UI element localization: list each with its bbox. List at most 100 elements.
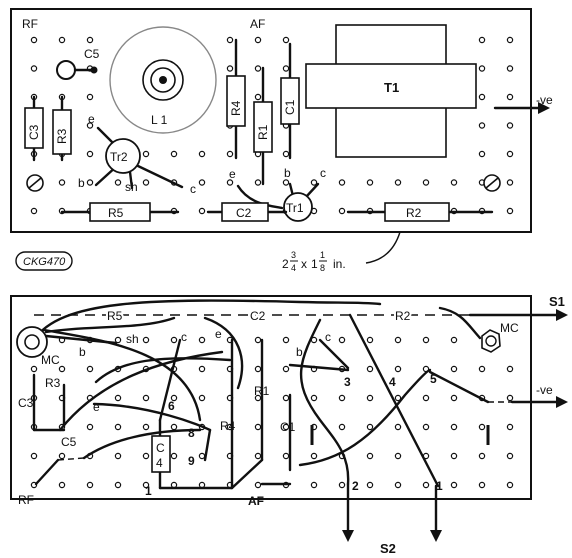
board-hole: [394, 365, 402, 373]
dim-whole-2: 1: [311, 257, 318, 271]
label-n1b: 1: [436, 479, 443, 493]
label-c3-bottom: C3: [18, 396, 34, 410]
board-hole: [338, 394, 346, 402]
board-hole: [506, 122, 514, 129]
dim-frac2-den: 8: [320, 263, 325, 273]
label-e-mid: e: [93, 400, 100, 414]
board-hole: [366, 336, 374, 344]
board-hole: [282, 336, 290, 344]
board-hole: [394, 394, 402, 402]
label-tr2-e: e: [88, 112, 95, 126]
label-rf-top: RF: [22, 17, 38, 31]
label-r1-bottom: R1: [254, 384, 270, 398]
board-hole: [506, 452, 514, 460]
board-hole: [282, 365, 290, 373]
board-hole: [86, 423, 94, 431]
board-hole: [338, 423, 346, 431]
board-hole: [478, 452, 486, 460]
wire-8-9: [203, 428, 212, 462]
label-sh: sh: [126, 332, 139, 346]
board-hole: [450, 481, 458, 489]
board-hole: [450, 179, 458, 186]
board-hole: [114, 336, 122, 344]
board-hole: [226, 36, 234, 44]
board-hole: [422, 481, 430, 489]
board-hole: [198, 452, 206, 460]
board-hole: [422, 394, 430, 402]
board-hole: [310, 394, 318, 402]
label-r2-bottom: R2: [395, 309, 411, 323]
board-hole: [226, 179, 234, 186]
label-c5-bottom: C5: [61, 435, 77, 449]
wire-mc-top: [32, 299, 382, 342]
label-tr2-b: b: [78, 176, 85, 190]
wire-b-3: [288, 363, 350, 372]
board-hole: [254, 452, 262, 460]
board-hole: [450, 365, 458, 373]
label-ve-top: -ve: [536, 93, 553, 107]
board-hole: [86, 179, 94, 186]
label-tr1-e: e: [229, 167, 236, 181]
label-c4-b: 4: [156, 456, 163, 470]
r5-body-top: [89, 202, 151, 222]
dim-frac1-den: 4: [291, 263, 296, 273]
c5-wire-bottom: [34, 458, 60, 486]
board-hole: [506, 179, 514, 186]
wire-to-mc-right: [438, 306, 482, 340]
board-hole: [142, 394, 150, 402]
board-hole: [282, 150, 290, 158]
board-hole: [86, 93, 94, 101]
wire-to-2: [299, 318, 350, 486]
board-hole: [282, 65, 290, 72]
board-hole: [226, 65, 234, 72]
board-hole: [226, 150, 234, 158]
board-hole: [86, 36, 94, 44]
label-e-left: e: [215, 327, 222, 341]
label-c4-a: C: [156, 441, 165, 455]
c5-dashed: [57, 457, 85, 461]
board-hole: [394, 481, 402, 489]
label-c-left: c: [181, 330, 187, 344]
label-r1-top: R1: [256, 124, 270, 140]
label-c-right: c: [325, 330, 331, 344]
board-hole: [86, 481, 94, 489]
label-r3-top: R3: [55, 128, 69, 144]
label-r2-top: R2: [406, 206, 422, 220]
dim-frac1-num: 3: [291, 250, 296, 260]
board-hole: [142, 336, 150, 344]
board-hole: [506, 481, 514, 489]
label-af-top: AF: [250, 17, 265, 31]
wire-c-down: [158, 338, 182, 422]
board-hole: [506, 423, 514, 431]
board-hole: [338, 179, 346, 186]
label-b-left: b: [79, 345, 86, 359]
board-hole: [478, 150, 486, 158]
board-hole: [310, 179, 318, 186]
board-hole: [170, 452, 178, 460]
label-r4-top: R4: [229, 100, 243, 116]
label-mc-right: MC: [500, 321, 519, 335]
board-hole: [254, 65, 262, 72]
board-hole: [282, 452, 290, 460]
label-tr2-sh: sh: [125, 180, 138, 194]
c3-body: [24, 107, 44, 149]
board-hole: [450, 452, 458, 460]
wire-cross-3: [94, 357, 232, 384]
r3-body: [52, 109, 72, 155]
board-hole: [114, 452, 122, 460]
board-hole: [450, 394, 458, 402]
label-n8: 8: [188, 426, 195, 440]
ve-arrow-bottom: [556, 396, 568, 408]
board-hole: [30, 36, 38, 44]
wire-r2-to-1: [348, 313, 440, 488]
board-hole: [198, 207, 206, 215]
label-n4: 4: [389, 375, 396, 389]
board-hole: [478, 423, 486, 431]
dimension-leader: [365, 231, 401, 264]
s1-arrow: [556, 309, 568, 321]
board-hole: [142, 423, 150, 431]
board-hole: [338, 336, 346, 344]
board-hole: [58, 365, 66, 373]
r1-body: [253, 101, 273, 153]
